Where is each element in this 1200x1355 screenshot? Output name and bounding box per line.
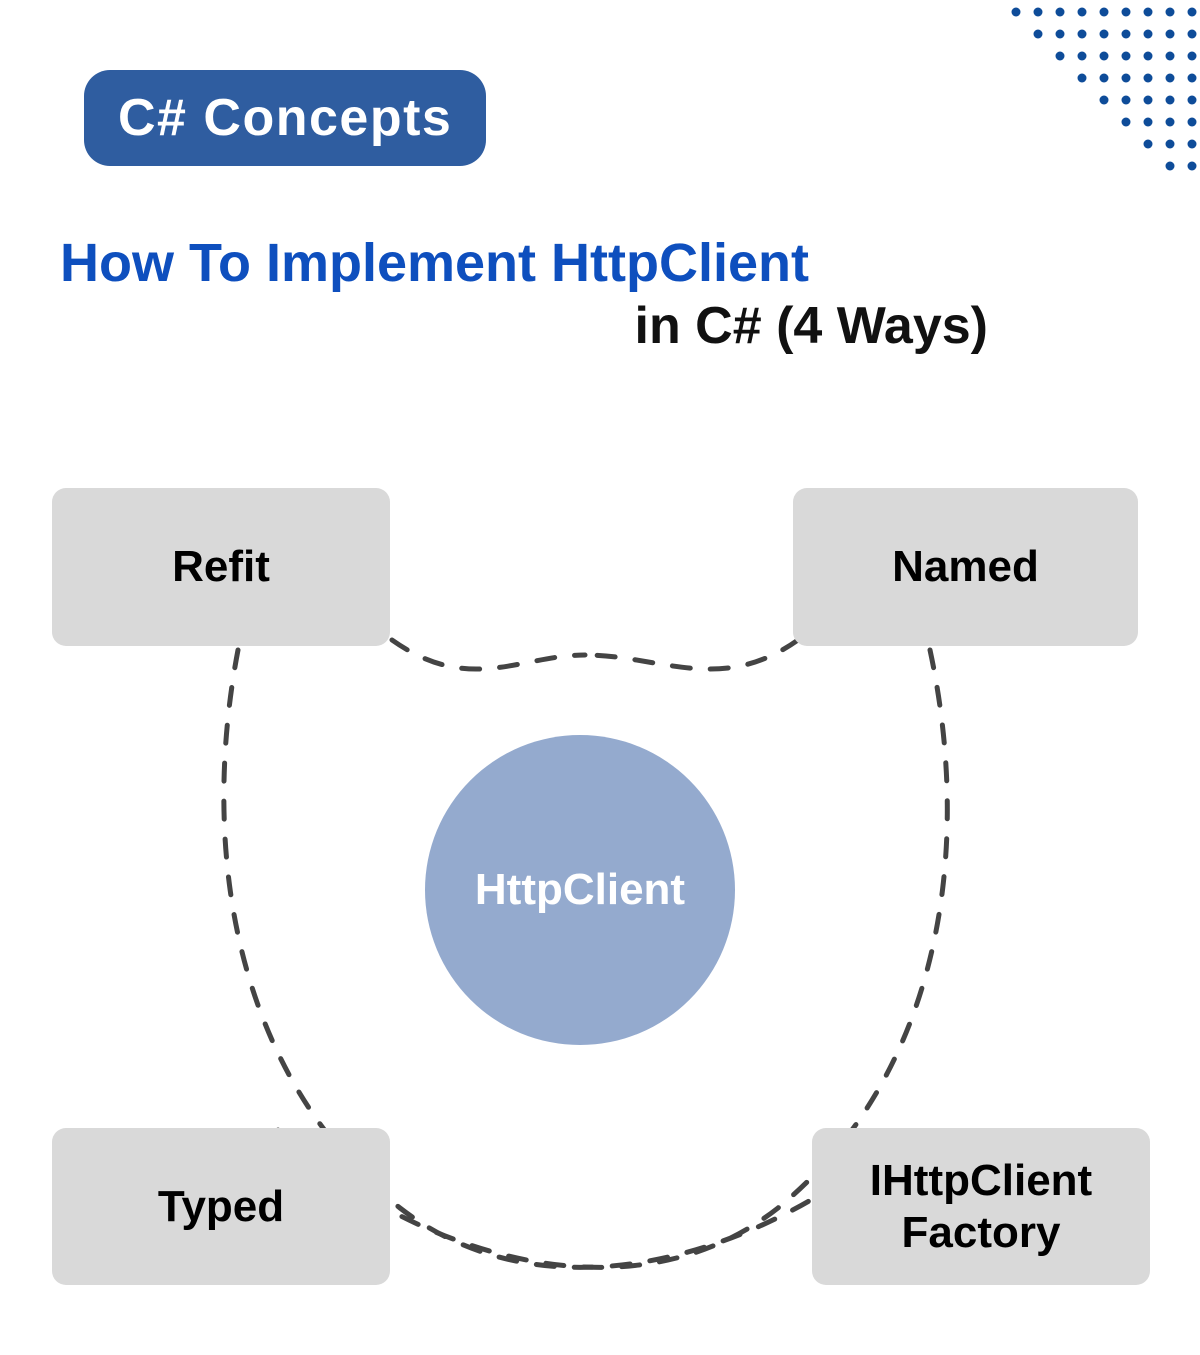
category-badge-label: C# Concepts [118,89,453,147]
page-title: How To Implement HttpClient in C# (4 Way… [60,232,1020,357]
node-refit[interactable]: Refit [52,488,390,646]
center-node-httpclient[interactable]: HttpClient [425,735,735,1045]
dot-grid-decoration [1011,7,1197,171]
node-typed[interactable]: Typed [52,1128,390,1285]
httpclient-diagram: Refit Named Typed IHttpClient Factory Ht… [0,440,1200,1340]
node-named[interactable]: Named [793,488,1138,646]
category-badge: C# Concepts [84,70,487,166]
page-title-line-2: in C# (4 Ways) [634,296,989,355]
page-title-line-1: How To Implement HttpClient [60,233,809,293]
node-ihttpclientfactory-label: IHttpClient Factory [869,1155,1093,1257]
node-ihttpclientfactory[interactable]: IHttpClient Factory [812,1128,1150,1285]
dashed-connector-curves [221,637,950,1270]
node-typed-label: Typed [157,1181,285,1231]
node-named-label: Named [892,542,1039,592]
center-node-label: HttpClient [474,865,686,914]
node-refit-label: Refit [172,542,270,592]
